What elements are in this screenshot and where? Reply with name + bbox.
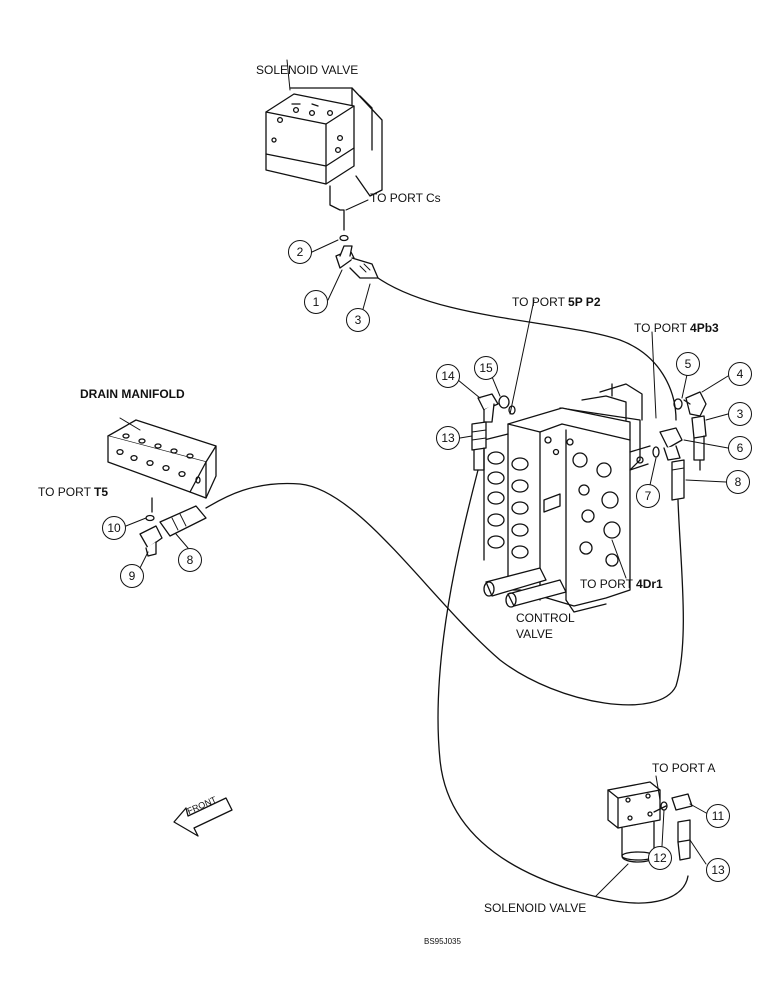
control-valve-label-line1: CONTROL [516, 611, 575, 625]
to-port-4pb3-prefix: TO PORT [634, 321, 691, 335]
callout-6: 6 [728, 436, 752, 460]
control-valve-label-line2: VALVE [516, 627, 553, 641]
to-port-4pb3-label: TO PORT 4Pb3 [634, 322, 719, 334]
callout-3-top: 3 [346, 308, 370, 332]
callout-12: 12 [648, 846, 672, 870]
to-port-5pp2-code: 5P P2 [568, 295, 601, 309]
callout-2: 2 [288, 240, 312, 264]
callout-9: 9 [120, 564, 144, 588]
solenoid-valve-bottom-drawing [607, 781, 693, 863]
callout-14: 14 [436, 364, 460, 388]
callout-15: 15 [474, 356, 498, 380]
callout-4: 4 [728, 362, 752, 386]
to-port-4dr1-prefix: TO PORT [580, 577, 637, 591]
to-port-t5-prefix: TO PORT [38, 485, 95, 499]
callout-13-left: 13 [436, 426, 460, 450]
to-port-a-label: TO PORT A [652, 761, 716, 775]
to-port-4dr1-label: TO PORT 4Dr1 [580, 578, 663, 590]
to-port-cs-label: TO PORT Cs [370, 191, 441, 205]
callout-3-right: 3 [728, 402, 752, 426]
callout-8-left: 8 [178, 548, 202, 572]
callout-13-bottom: 13 [706, 858, 730, 882]
to-port-4pb3-code: 4Pb3 [690, 321, 719, 335]
callout-7: 7 [636, 484, 660, 508]
to-port-t5-label: TO PORT T5 [38, 486, 108, 498]
callout-1: 1 [304, 290, 328, 314]
callout-11: 11 [706, 804, 730, 828]
control-valve-drawing [483, 383, 651, 613]
callout-8-right: 8 [726, 470, 750, 494]
figure-code: BS95J035 [424, 937, 461, 946]
solenoid-valve-bottom-label: SOLENOID VALVE [484, 901, 587, 915]
callout-10: 10 [102, 516, 126, 540]
callout-5: 5 [676, 352, 700, 376]
to-port-5pp2-prefix: TO PORT [512, 295, 569, 309]
drain-manifold-label: DRAIN MANIFOLD [80, 387, 185, 401]
to-port-t5-code: T5 [94, 485, 109, 499]
solenoid-valve-top-label: SOLENOID VALVE [256, 63, 359, 77]
drain-manifold-drawing [107, 419, 217, 499]
solenoid-valve-top-drawing [265, 87, 383, 197]
front-arrow-icon [173, 797, 233, 837]
to-port-5pp2-label: TO PORT 5P P2 [512, 296, 601, 308]
to-port-4dr1-code: 4Dr1 [636, 577, 663, 591]
